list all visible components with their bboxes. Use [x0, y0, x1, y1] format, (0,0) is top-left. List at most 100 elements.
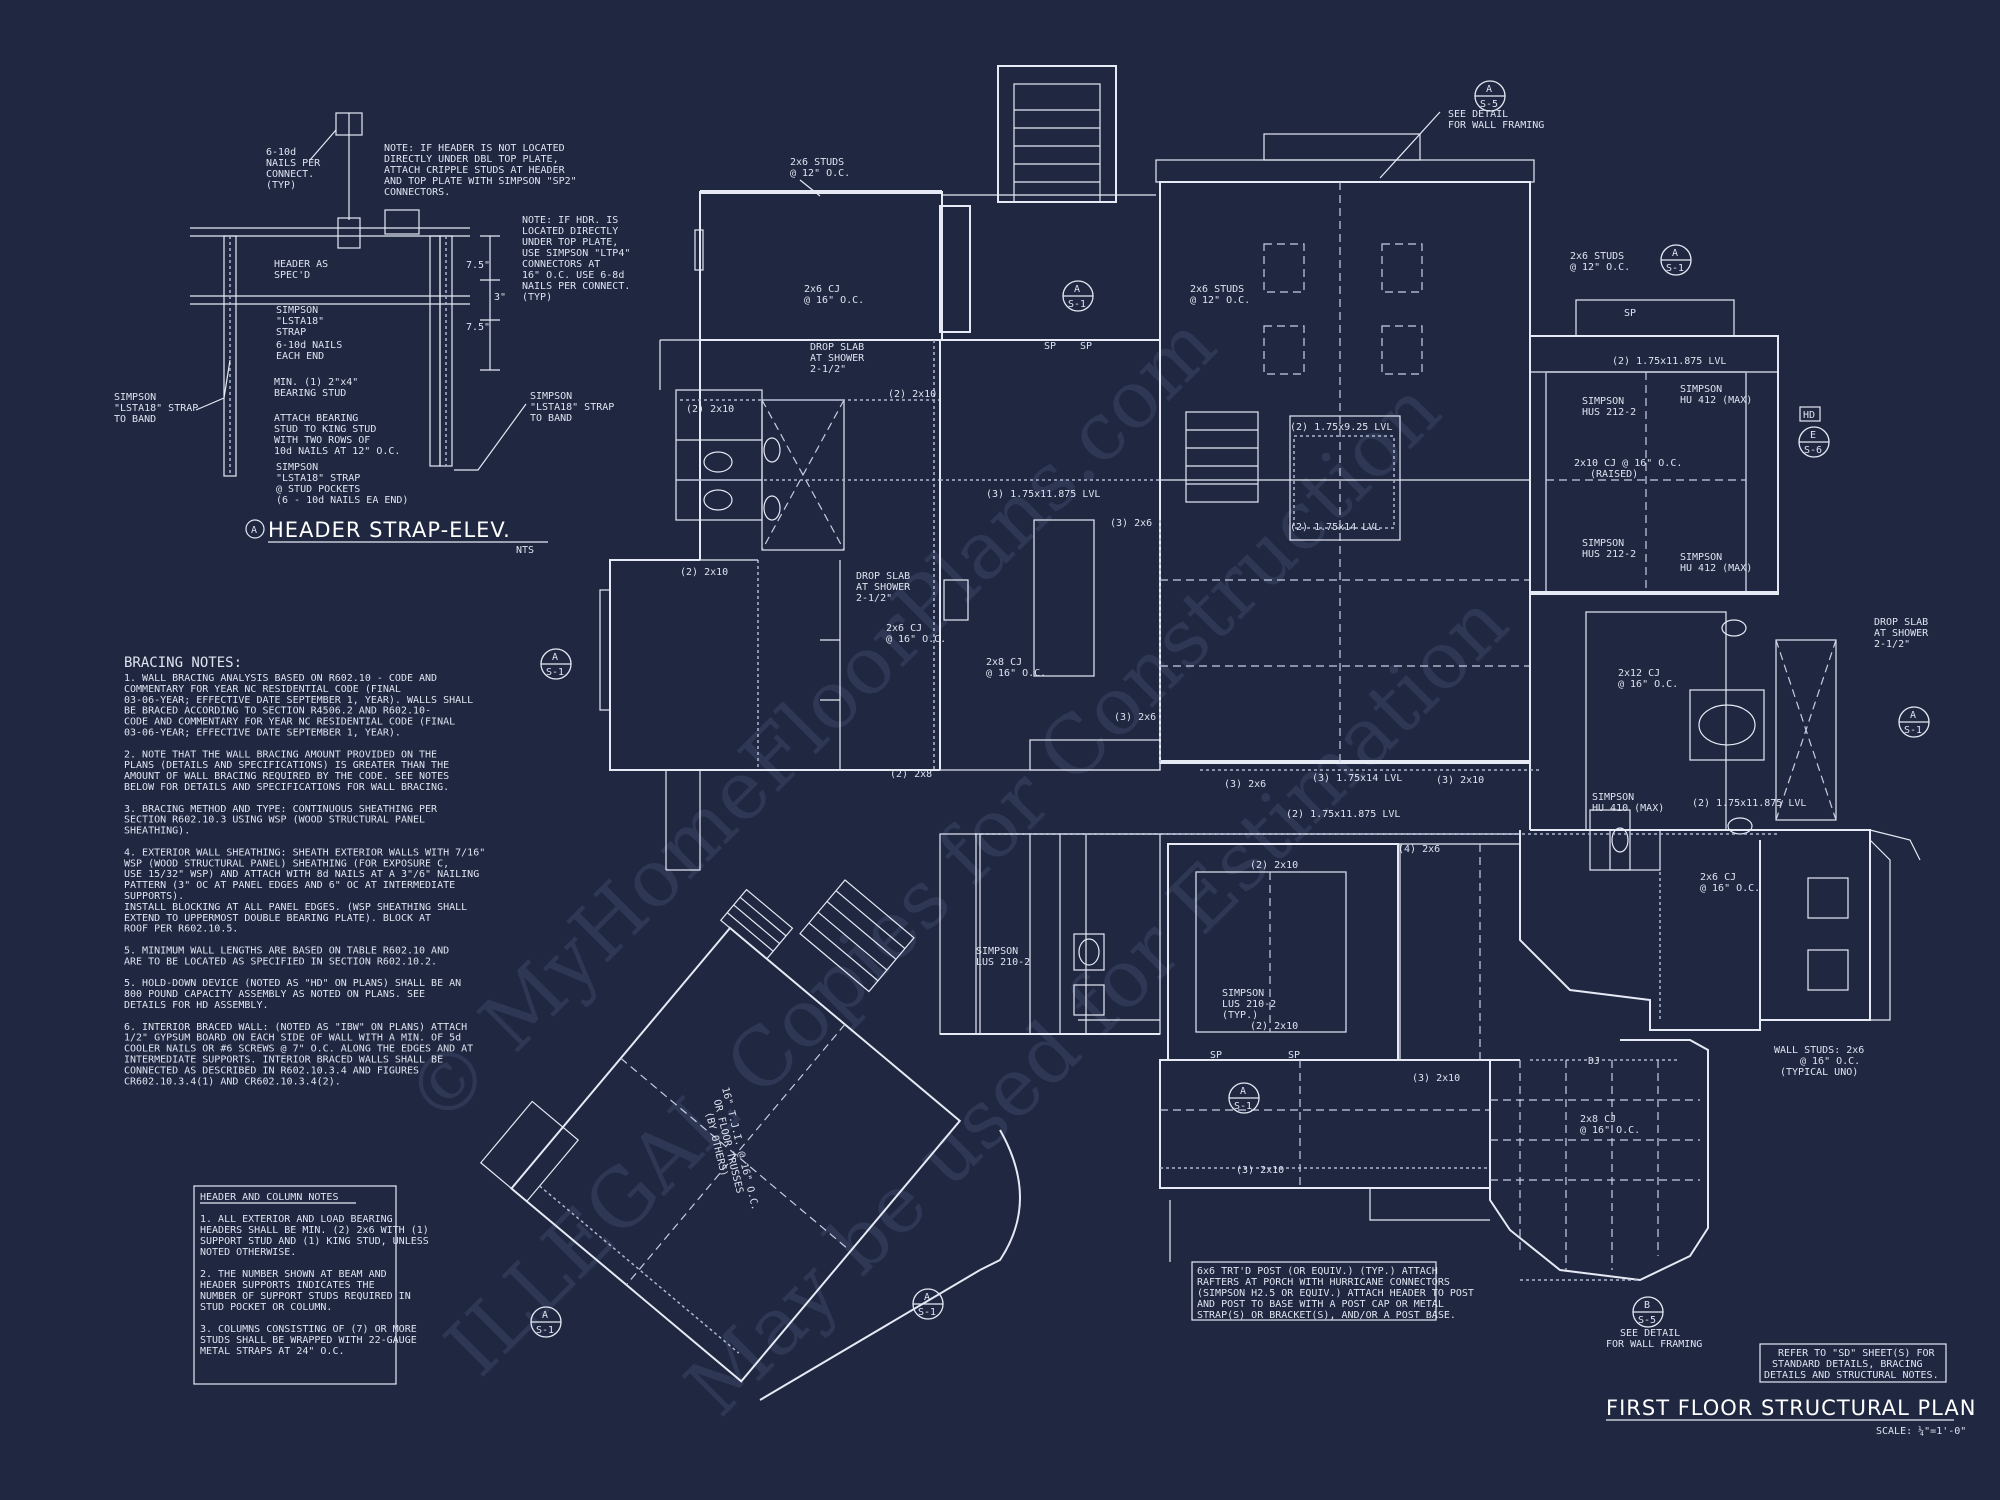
svg-text:A: A: [924, 1292, 930, 1303]
bracing-note-line: INSTALL BLOCKING AT ALL PANEL EDGES. (WS…: [124, 902, 467, 913]
svg-text:S-1: S-1: [918, 1307, 936, 1318]
drop-slab-note-1: DROP SLAB: [810, 342, 864, 353]
detail-tag-letter: A: [251, 525, 257, 536]
svg-text:"LSTA18" STRAP: "LSTA18" STRAP: [114, 403, 198, 414]
svg-text:HEADER AS: HEADER AS: [274, 259, 328, 270]
svg-text:A: A: [1910, 710, 1916, 721]
bracing-note-line: 03-06-YEAR; EFFECTIVE DATE SEPTEMBER 1, …: [124, 695, 473, 706]
svg-text:A: A: [1486, 84, 1492, 95]
svg-text:HU 410 (MAX): HU 410 (MAX): [1592, 803, 1664, 814]
hdr-label-1: (2) 2x10: [680, 567, 728, 578]
bracing-note-line: COMMENTARY FOR YEAR NC RESIDENTIAL CODE …: [124, 684, 401, 695]
sp-label-1: SP: [1044, 341, 1056, 352]
detail-dim-2: 3": [494, 292, 506, 303]
bracing-note-line: ROOF PER R602.10.5.: [124, 924, 238, 935]
svg-text:ATTACH CRIPPLE STUDS AT HEADER: ATTACH CRIPPLE STUDS AT HEADER: [384, 165, 566, 176]
hdr-label-3: (2) 2x10: [888, 389, 936, 400]
svg-text:NOTE: IF HDR. IS: NOTE: IF HDR. IS: [522, 215, 618, 226]
svg-text:(TYPICAL UNO): (TYPICAL UNO): [1780, 1067, 1858, 1078]
svg-text:@ 16" O.C.: @ 16" O.C.: [1700, 883, 1760, 894]
svg-text:S-1: S-1: [1234, 1101, 1252, 1112]
cj-note-c: 2x8 CJ: [986, 657, 1022, 668]
bracing-note-line: 4. EXTERIOR WALL SHEATHING: SHEATH EXTER…: [124, 847, 485, 858]
porch-note: 6x6 TRT'D POST (OR EQUIV.) (TYP.) ATTACH…: [1169, 1200, 1474, 1321]
lvl-label-4: (2) 1.75x9.25 LVL: [1290, 422, 1392, 433]
studs-note-top: 2x6 STUDS: [790, 157, 844, 168]
svg-text:CONNECTORS AT: CONNECTORS AT: [522, 259, 600, 270]
bracing-note-line: DETAILS FOR HD ASSEMBLY.: [124, 1000, 269, 1011]
svg-text:E: E: [1810, 430, 1816, 441]
svg-text:(TYP.): (TYP.): [1222, 1010, 1258, 1021]
hdr-label-4: (2) 2x8: [890, 769, 932, 780]
bracing-note-line: AMOUNT OF WALL BRACING REQUIRED BY THE C…: [124, 771, 449, 782]
sp-label-5: SP: [1288, 1050, 1300, 1061]
svg-text:AT SHOWER: AT SHOWER: [1874, 628, 1929, 639]
hus-note-a: SIMPSON: [1582, 396, 1624, 407]
svg-text:FOR WALL FRAMING: FOR WALL FRAMING: [1448, 120, 1544, 131]
wall-studs-note: WALL STUDS: 2x6: [1774, 1045, 1864, 1056]
lvl-label-7: (2) 1.75x11.875 LVL: [1692, 798, 1806, 809]
bracing-note-line: 03-06-YEAR; EFFECTIVE DATE SEPTEMBER 1, …: [124, 728, 401, 739]
svg-text:(RAISED): (RAISED): [1590, 469, 1638, 480]
svg-text:16" O.C. USE 6-8d: 16" O.C. USE 6-8d: [522, 270, 624, 281]
svg-text:"LSTA18": "LSTA18": [276, 316, 324, 327]
lus-note-a: SIMPSON: [976, 946, 1018, 957]
svg-text:UNDER TOP PLATE,: UNDER TOP PLATE,: [522, 237, 618, 248]
header-note-line: HEADERS SHALL BE MIN. (2) 2x6 WITH (1): [200, 1225, 429, 1236]
detail-dim-1: 7.5": [466, 260, 490, 271]
ltp4-note: NOTE: IF HDR. IS LOCATED DIRECTLY UNDER …: [522, 215, 630, 303]
svg-text:6-10d NAILS: 6-10d NAILS: [276, 340, 342, 351]
hus-note-b: SIMPSON: [1582, 538, 1624, 549]
bracing-note-line: BELOW FOR DETAILS AND SPECIFICATIONS FOR…: [124, 782, 449, 793]
header-notes-heading: HEADER AND COLUMN NOTES: [200, 1192, 338, 1203]
bracing-note-line: CR602.10.3.4(1) AND CR602.10.3.4(2).: [124, 1076, 341, 1087]
svg-text:LOCATED DIRECTLY: LOCATED DIRECTLY: [522, 226, 618, 237]
header-note-line: NUMBER OF SUPPORT STUDS REQUIRED IN: [200, 1291, 411, 1302]
svg-text:@ 12" O.C.: @ 12" O.C.: [790, 168, 850, 179]
sp-label-3: SP: [1624, 308, 1636, 319]
svg-text:STANDARD DETAILS, BRACING: STANDARD DETAILS, BRACING: [1772, 1359, 1923, 1370]
detail-nts: NTS: [516, 545, 534, 556]
svg-text:NOTE: IF HEADER IS NOT LOCATED: NOTE: IF HEADER IS NOT LOCATED: [384, 143, 565, 154]
watermark-line-2: ILLEGAL Copies for Construction: [428, 363, 1458, 1393]
header-column-notes: HEADER AND COLUMN NOTES 1. ALL EXTERIOR …: [193, 1185, 429, 1385]
lvl-label-2: (3) 1.75x14 LVL: [1312, 773, 1402, 784]
svg-text:(TYP): (TYP): [266, 180, 296, 191]
header-note-line: 2. THE NUMBER SHOWN AT BEAM AND: [200, 1269, 387, 1280]
bracing-note-line: 5. HOLD-DOWN DEVICE (NOTED AS "HD" ON PL…: [124, 978, 461, 989]
svg-text:2-1/2": 2-1/2": [1874, 639, 1910, 650]
cj-note-porch: 2x8 CJ: [1580, 1114, 1616, 1125]
svg-text:S-1: S-1: [536, 1325, 554, 1336]
svg-text:ATTACH BEARING: ATTACH BEARING: [274, 413, 358, 424]
header-note-line: STUD POCKET OR COLUMN.: [200, 1302, 332, 1313]
cj-note-raised: 2x10 CJ @ 16" O.C.: [1574, 458, 1682, 469]
bracing-note-line: 800 POUND CAPACITY ASSEMBLY AS NOTED ON …: [124, 989, 425, 1000]
section-tag-a2: A S-1: [1062, 280, 1094, 312]
svg-text:A: A: [1074, 284, 1080, 295]
bracing-note-line: BE BRACED ACCORDING TO SECTION R4506.2 A…: [124, 706, 431, 717]
bracing-note-line: 1. WALL BRACING ANALYSIS BASED ON R602.1…: [124, 673, 437, 684]
svg-text:HUS 212-2: HUS 212-2: [1582, 407, 1636, 418]
svg-text:(6 - 10d NAILS EA END): (6 - 10d NAILS EA END): [276, 495, 408, 506]
svg-text:SIMPSON: SIMPSON: [530, 391, 572, 402]
svg-text:DETAILS AND STRUCTURAL NOTES.: DETAILS AND STRUCTURAL NOTES.: [1764, 1370, 1939, 1381]
header-notes-lines: 1. ALL EXTERIOR AND LOAD BEARINGHEADERS …: [200, 1214, 429, 1357]
svg-text:LUS 210-2: LUS 210-2: [1222, 999, 1276, 1010]
svg-text:6x6 TRT'D POST (OR EQUIV.) (TY: 6x6 TRT'D POST (OR EQUIV.) (TYP.) ATTACH: [1197, 1266, 1438, 1277]
hdr-label-12: (2) 2x10: [1250, 1021, 1298, 1032]
svg-text:STRAP: STRAP: [276, 327, 306, 338]
hdr-label-6: (3) 2x6: [1114, 712, 1156, 723]
lvl-label-3: (2) 1.75x11.875 LVL: [1286, 809, 1400, 820]
bracing-note-line: SUPPORTS).: [124, 891, 184, 902]
bracing-note-line: PLANS (DETAILS AND SPECIFICATIONS) IS GR…: [124, 760, 449, 771]
bracing-note-line: SHEATHING).: [124, 826, 190, 837]
svg-text:@ 16" O.C.: @ 16" O.C.: [1618, 679, 1678, 690]
cj-note-b: 2x6 CJ: [886, 623, 922, 634]
svg-text:2-1/2": 2-1/2": [856, 593, 892, 604]
drop-slab-note-3: DROP SLAB: [1874, 617, 1928, 628]
section-tag-a3: A S-1: [1660, 244, 1692, 276]
hdr-label-13: (3) 2x10: [1436, 775, 1484, 786]
see-detail-bottom: SEE DETAIL: [1620, 1328, 1680, 1339]
section-tag-a8: A S-1: [912, 1288, 944, 1320]
